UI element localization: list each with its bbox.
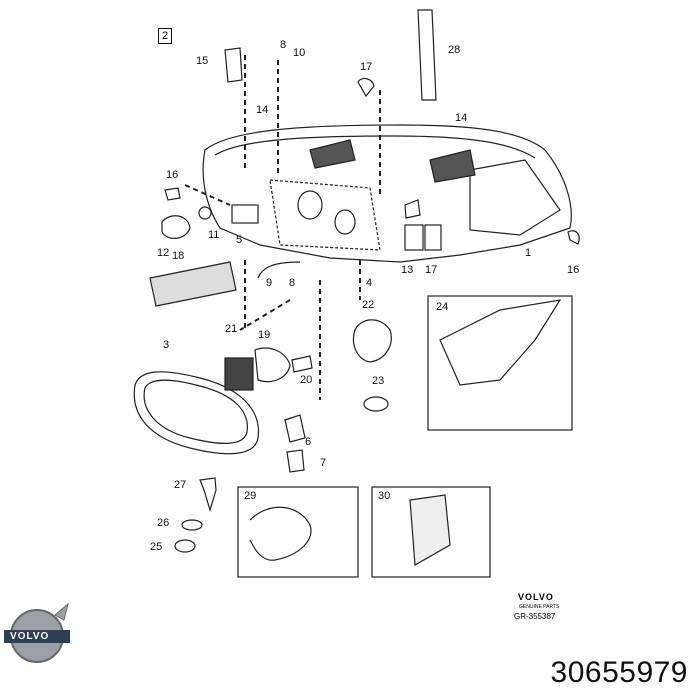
- callout-22: 22: [362, 299, 375, 311]
- callout-12: 12: [157, 247, 170, 259]
- callout-8b: 8: [289, 277, 296, 289]
- callout-5: 5: [236, 234, 243, 246]
- callout-30: 30: [378, 490, 391, 502]
- callout-21: 21: [225, 323, 238, 335]
- volvo-logo: [4, 602, 70, 663]
- logo-text: VOLVO: [10, 631, 50, 642]
- callout-28: 28: [448, 44, 461, 56]
- callout-6: 6: [305, 436, 312, 448]
- part-28-bracket: [417, 9, 437, 101]
- diagram-reference: GR-355387: [514, 612, 556, 621]
- reflector-frame: [269, 179, 381, 251]
- callout-16b: 16: [567, 264, 580, 276]
- callout-7: 7: [320, 457, 327, 469]
- callout-9: 9: [266, 277, 273, 289]
- callout-16a: 16: [166, 169, 179, 181]
- callout-14b: 14: [455, 112, 468, 124]
- callout-17a: 17: [360, 61, 373, 73]
- group-number-box: 2: [158, 28, 173, 44]
- part-3-gasket: [133, 371, 260, 455]
- callout-23: 23: [372, 375, 385, 387]
- callout-3: 3: [163, 339, 170, 351]
- diagram-brand-sub: GENUINE PARTS: [519, 604, 560, 610]
- callout-24: 24: [436, 301, 449, 313]
- callout-19: 19: [258, 329, 271, 341]
- callout-4: 4: [366, 277, 373, 289]
- callout-25: 25: [150, 541, 163, 553]
- callout-26: 26: [157, 517, 170, 529]
- callout-10: 10: [293, 47, 306, 59]
- inset-30-frame: [371, 486, 491, 578]
- callout-17b: 17: [425, 264, 438, 276]
- callout-27: 27: [174, 479, 187, 491]
- part-number: 30655979: [550, 656, 688, 689]
- diagram-brand: VOLVO: [518, 592, 554, 602]
- inset-29-frame: [237, 486, 359, 578]
- callout-14a: 14: [256, 104, 269, 116]
- part-18-strip: [149, 261, 237, 307]
- callout-8a: 8: [280, 39, 287, 51]
- callout-20: 20: [300, 374, 313, 386]
- callout-29: 29: [244, 490, 257, 502]
- callout-15: 15: [196, 55, 209, 67]
- callout-11: 11: [208, 229, 220, 241]
- part-22-socket: [352, 319, 392, 363]
- callout-18: 18: [172, 250, 185, 262]
- callout-13: 13: [401, 264, 414, 276]
- headlamp-housing: [202, 124, 572, 263]
- callout-1: 1: [525, 247, 532, 259]
- inset-24-frame: [427, 295, 573, 431]
